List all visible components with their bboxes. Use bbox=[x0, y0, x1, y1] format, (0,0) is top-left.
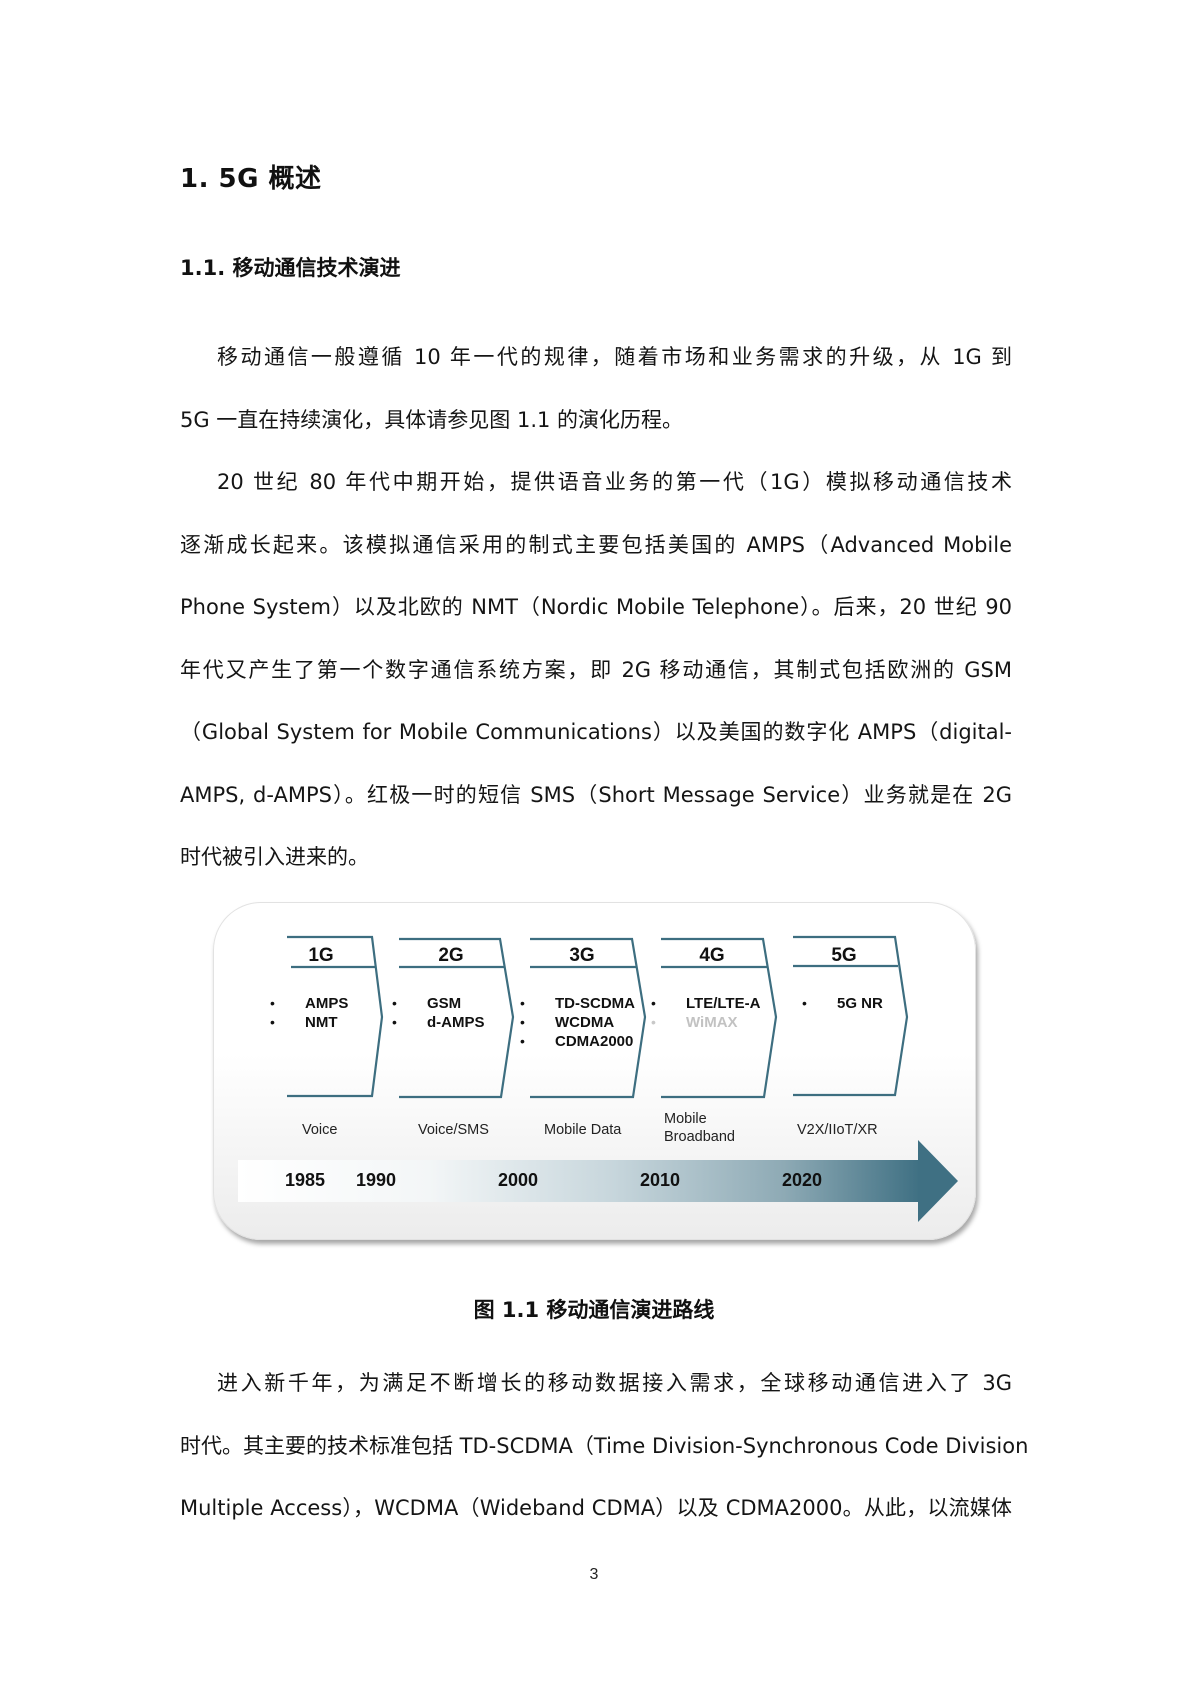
service-label-1g: Voice bbox=[302, 1122, 338, 1138]
text-line: Multiple Access），WCDMA（Wideband CDMA）以及 … bbox=[180, 1496, 1012, 1520]
tech-item: LTE/LTE-A bbox=[686, 995, 761, 1012]
tech-item-dimmed: WiMAX bbox=[686, 1014, 738, 1031]
generation-label-3g: 3G bbox=[569, 945, 595, 966]
text-line: 进入新千年，为满足不断增长的移动数据接入需求，全球移动通信进入了 3G bbox=[217, 1371, 1012, 1395]
section-heading: 1. 5G 概述 bbox=[180, 164, 322, 194]
year-label: 2020 bbox=[782, 1170, 823, 1190]
text-line: Phone System）以及北欧的 NMT（Nordic Mobile Tel… bbox=[180, 595, 1012, 619]
text-line: （Global System for Mobile Communications… bbox=[180, 720, 1012, 744]
tech-item: 5G NR bbox=[837, 995, 883, 1012]
service-label-4g-line2: Broadband bbox=[664, 1129, 735, 1145]
tech-item: NMT bbox=[305, 1014, 338, 1031]
text-line: 时代。其主要的技术标准包括 TD-SCDMA（Time Division-Syn… bbox=[180, 1433, 1029, 1458]
tech-item: CDMA2000 bbox=[555, 1033, 634, 1050]
paragraph-1g-2g: 20 世纪 80 年代中期开始，提供语音业务的第一代（1G）模拟移动通信技术 逐… bbox=[180, 451, 1012, 889]
paragraph-intro: 移动通信一般遵循 10 年一代的规律，随着市场和业务需求的升级，从 1G 到 5… bbox=[180, 326, 1012, 451]
page-number: 3 bbox=[589, 1566, 599, 1583]
bullet-icon: • bbox=[270, 1014, 275, 1030]
service-label-2g: Voice/SMS bbox=[418, 1122, 489, 1138]
generation-label-1g: 1G bbox=[308, 945, 334, 966]
year-label: 1985 bbox=[285, 1170, 326, 1190]
paragraph-3g: 进入新千年，为满足不断增长的移动数据接入需求，全球移动通信进入了 3G 时代。其… bbox=[180, 1352, 1029, 1540]
tech-item: AMPS bbox=[305, 995, 349, 1012]
tech-item: TD-SCDMA bbox=[555, 995, 635, 1012]
generation-label-5g: 5G bbox=[831, 945, 857, 966]
tech-item: WCDMA bbox=[555, 1014, 615, 1031]
text-line: 逐渐成长起来。该模拟通信采用的制式主要包括美国的 AMPS（Advanced M… bbox=[180, 532, 1012, 557]
service-label-5g: V2X/IIoT/XR bbox=[797, 1122, 878, 1138]
subsection-heading: 1.1. 移动通信技术演进 bbox=[180, 256, 401, 280]
bullet-icon: • bbox=[520, 995, 525, 1011]
year-label: 2010 bbox=[640, 1170, 681, 1190]
year-label: 2000 bbox=[498, 1170, 539, 1190]
figure-caption: 图 1.1 移动通信演进路线 bbox=[473, 1298, 715, 1322]
bullet-icon: • bbox=[392, 995, 397, 1011]
text-line: AMPS, d-AMPS）。红极一时的短信 SMS（Short Message … bbox=[180, 782, 1012, 807]
bullet-icon: • bbox=[392, 1014, 397, 1030]
year-label: 1990 bbox=[356, 1170, 397, 1190]
bullet-icon: • bbox=[520, 1014, 525, 1030]
service-label-4g-line1: Mobile bbox=[664, 1111, 707, 1127]
text-line: 20 世纪 80 年代中期开始，提供语音业务的第一代（1G）模拟移动通信技术 bbox=[217, 470, 1012, 494]
bullet-icon: • bbox=[802, 995, 807, 1011]
bullet-icon: • bbox=[651, 1014, 656, 1030]
tech-item: GSM bbox=[427, 995, 462, 1012]
generation-label-2g: 2G bbox=[438, 945, 464, 966]
bullet-icon: • bbox=[651, 995, 656, 1011]
bullet-icon: • bbox=[270, 995, 275, 1011]
text-line: 移动通信一般遵循 10 年一代的规律，随着市场和业务需求的升级，从 1G 到 bbox=[217, 345, 1012, 369]
tech-item: d-AMPS bbox=[427, 1014, 485, 1031]
generation-label-4g: 4G bbox=[699, 945, 725, 966]
text-line: 年代又产生了第一个数字通信系统方案，即 2G 移动通信，其制式包括欧洲的 GSM bbox=[180, 657, 1012, 682]
text-line: 时代被引入进来的。 bbox=[180, 845, 369, 869]
service-label-3g: Mobile Data bbox=[544, 1122, 622, 1138]
bullet-icon: • bbox=[520, 1033, 525, 1049]
text-line: 5G 一直在持续演化，具体请参见图 1.1 的演化历程。 bbox=[180, 407, 684, 432]
